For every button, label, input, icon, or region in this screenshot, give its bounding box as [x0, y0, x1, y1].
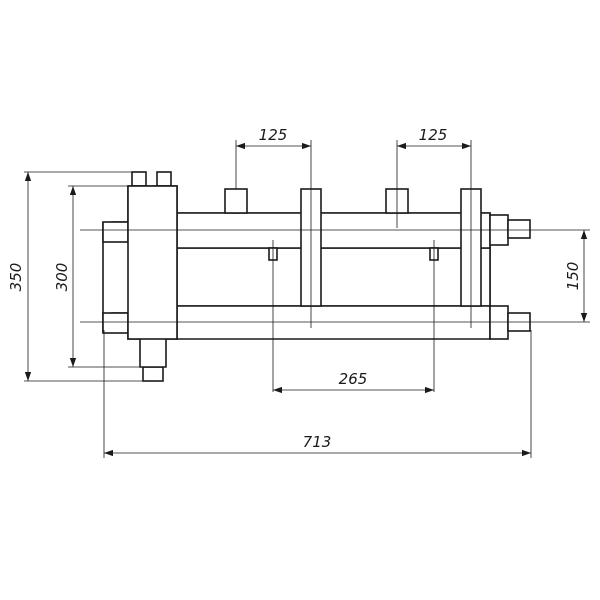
right-bottom-cap: [489, 305, 509, 340]
separator-top-fitting-left: [131, 171, 147, 187]
right-top-outlet: [507, 219, 531, 239]
extension-lines: [24, 140, 590, 458]
dim-label-265: 265: [339, 370, 368, 388]
hydraulic-separator: [127, 185, 178, 340]
left-top-inlet: [102, 221, 129, 243]
dim-label-125-right: 125: [419, 126, 448, 144]
left-bottom-inlet: [102, 312, 129, 334]
dim-label-713: 713: [303, 433, 332, 451]
dim-label-150: 150: [564, 262, 582, 291]
dimension-lines: [24, 142, 588, 457]
manifold-body: [102, 171, 531, 382]
dim-label-350: 350: [7, 263, 25, 292]
dim-label-125-left: 125: [259, 126, 288, 144]
dim-label-300: 300: [53, 263, 71, 292]
top-outlet-1: [224, 188, 248, 214]
bottom-pipe: [176, 305, 491, 340]
separator-top-fitting-right: [156, 171, 172, 187]
separator-drain-fitting: [142, 366, 164, 382]
pipe-gap: [176, 247, 491, 307]
top-pipe: [176, 212, 491, 249]
